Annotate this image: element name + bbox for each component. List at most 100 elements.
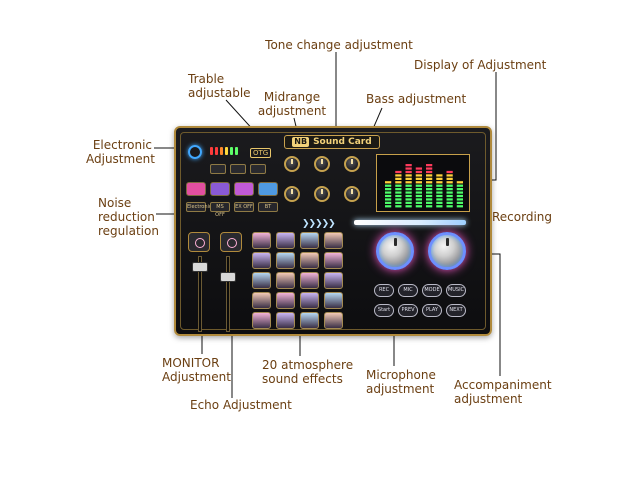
eq-bar-2-segment-9 (395, 177, 402, 180)
bass-knob[interactable] (344, 156, 360, 172)
atmosphere-pad-8[interactable] (324, 252, 343, 269)
eq-bar-4-segment-5 (415, 191, 422, 194)
rec-button[interactable]: REC (374, 284, 394, 297)
eq-bar-3-segment-5 (405, 191, 412, 194)
eq-bar-5-segment-5 (426, 191, 433, 194)
start-button[interactable]: Start (374, 304, 394, 317)
eq-bar-4-segment-11 (415, 170, 422, 174)
prev-button[interactable]: PREV (398, 304, 418, 317)
eq-bar-8-segment-7 (456, 184, 463, 187)
callout-noise-line2: reduction (98, 210, 155, 224)
led-3 (220, 147, 223, 155)
func-button-ex-off[interactable]: EX OFF (234, 202, 254, 212)
effect-button-2[interactable] (210, 182, 230, 196)
eq-bar-2-segment-4 (395, 194, 402, 198)
small-button-3[interactable] (250, 164, 266, 174)
callout-trable: Trable adjustable (188, 72, 251, 100)
eq-bar-8-segment-1 (456, 205, 463, 208)
callout-accompaniment: Accompaniment adjustment (454, 378, 552, 406)
tone-knob-6[interactable] (344, 186, 360, 202)
tone-knob-5[interactable] (314, 186, 330, 202)
mic-button[interactable]: MIC (398, 284, 418, 297)
small-button-2[interactable] (230, 164, 246, 174)
tone-knob-4[interactable] (284, 186, 300, 202)
callout-tone-change: Tone change adjustment (265, 38, 413, 52)
func-button-ms-off[interactable]: MS OFF (210, 202, 230, 218)
atmosphere-pad-20[interactable] (324, 312, 343, 329)
atmosphere-pad-1[interactable] (252, 232, 271, 249)
effect-button-4[interactable] (258, 182, 278, 196)
func-button-electronic[interactable]: Electronic (186, 202, 212, 212)
led-5 (230, 147, 233, 155)
callout-atmosphere-line2: sound effects (262, 372, 343, 386)
next-button[interactable]: NEXT (446, 304, 466, 317)
atmosphere-pad-13[interactable] (252, 292, 271, 309)
eq-bar-1-segment-1 (385, 205, 392, 208)
mode-button[interactable]: MODE (422, 284, 442, 297)
eq-bar-6-segment-1 (436, 205, 443, 208)
eq-bar-3-segment-12 (405, 167, 412, 170)
recording-light-bar (354, 220, 466, 225)
eq-bar-7-segment-9 (446, 177, 453, 180)
atmosphere-pad-5[interactable] (252, 252, 271, 269)
eq-bar-6-segment-5 (436, 191, 443, 194)
power-button[interactable] (188, 145, 202, 159)
atmosphere-pad-12[interactable] (324, 272, 343, 289)
eq-bar-6-segment-4 (436, 194, 443, 198)
atmosphere-pad-14[interactable] (276, 292, 295, 309)
eq-bar-6-segment-8 (436, 181, 443, 184)
music-button[interactable]: MUSIC (446, 284, 466, 297)
eq-bar-1-segment-8 (385, 181, 392, 184)
eq-bar-1-segment-4 (385, 194, 392, 198)
atmosphere-pad-9[interactable] (252, 272, 271, 289)
atmosphere-pad-18[interactable] (276, 312, 295, 329)
callout-electronic: Electronic Adjustment (86, 138, 155, 166)
atmosphere-pad-19[interactable] (300, 312, 319, 329)
accompaniment-knob[interactable] (428, 232, 466, 270)
treble-knob[interactable] (284, 156, 300, 172)
microphone-knob[interactable] (376, 232, 414, 270)
atmosphere-pad-3[interactable] (300, 232, 319, 249)
led-level-strip (210, 147, 238, 155)
eq-bar-1-segment-5 (385, 191, 392, 194)
atmosphere-pad-6[interactable] (276, 252, 295, 269)
callout-trable-line1: Trable (188, 72, 225, 86)
eq-bar-3-segment-10 (405, 174, 412, 177)
eq-bar-8-segment-2 (456, 201, 463, 204)
atmosphere-pad-2[interactable] (276, 232, 295, 249)
atmosphere-pad-10[interactable] (276, 272, 295, 289)
effect-button-1[interactable] (186, 182, 206, 196)
play-button[interactable]: PLAY (422, 304, 442, 317)
eq-bar-8-segment-5 (456, 191, 463, 194)
brand-badge: NB Sound Card (284, 135, 380, 149)
callout-noise: Noise reduction regulation (98, 196, 159, 238)
hex-button-1[interactable] (188, 232, 210, 252)
led-1 (210, 147, 213, 155)
callout-atmosphere-line1: 20 atmosphere (262, 358, 354, 372)
callout-microphone-line1: Microphone (366, 368, 436, 382)
monitor-fader-handle[interactable] (192, 262, 208, 272)
eq-bar-4-segment-2 (415, 201, 422, 204)
func-button-bt[interactable]: BT (258, 202, 278, 212)
eq-bar-2-segment-2 (395, 201, 402, 204)
echo-fader-handle[interactable] (220, 272, 236, 282)
atmosphere-pad-7[interactable] (300, 252, 319, 269)
eq-bar-5-segment-11 (426, 170, 433, 174)
atmosphere-pad-16[interactable] (324, 292, 343, 309)
atmosphere-pad-11[interactable] (300, 272, 319, 289)
small-button-1[interactable] (210, 164, 226, 174)
callout-bass: Bass adjustment (366, 92, 467, 106)
atmosphere-pad-15[interactable] (300, 292, 319, 309)
eq-bar-5-segment-7 (426, 184, 433, 187)
atmosphere-pad-4[interactable] (324, 232, 343, 249)
callout-display: Display of Adjustment (414, 58, 547, 72)
midrange-knob[interactable] (314, 156, 330, 172)
otg-tag: OTG (250, 148, 272, 158)
callout-noise-line3: regulation (98, 224, 159, 238)
effect-button-3[interactable] (234, 182, 254, 196)
atmosphere-pad-17[interactable] (252, 312, 271, 329)
eq-bar-6-segment-3 (436, 198, 443, 201)
eq-bar-3-segment-6 (405, 188, 412, 191)
hex-button-2[interactable] (220, 232, 242, 252)
callout-accompaniment-line2: adjustment (454, 392, 523, 406)
